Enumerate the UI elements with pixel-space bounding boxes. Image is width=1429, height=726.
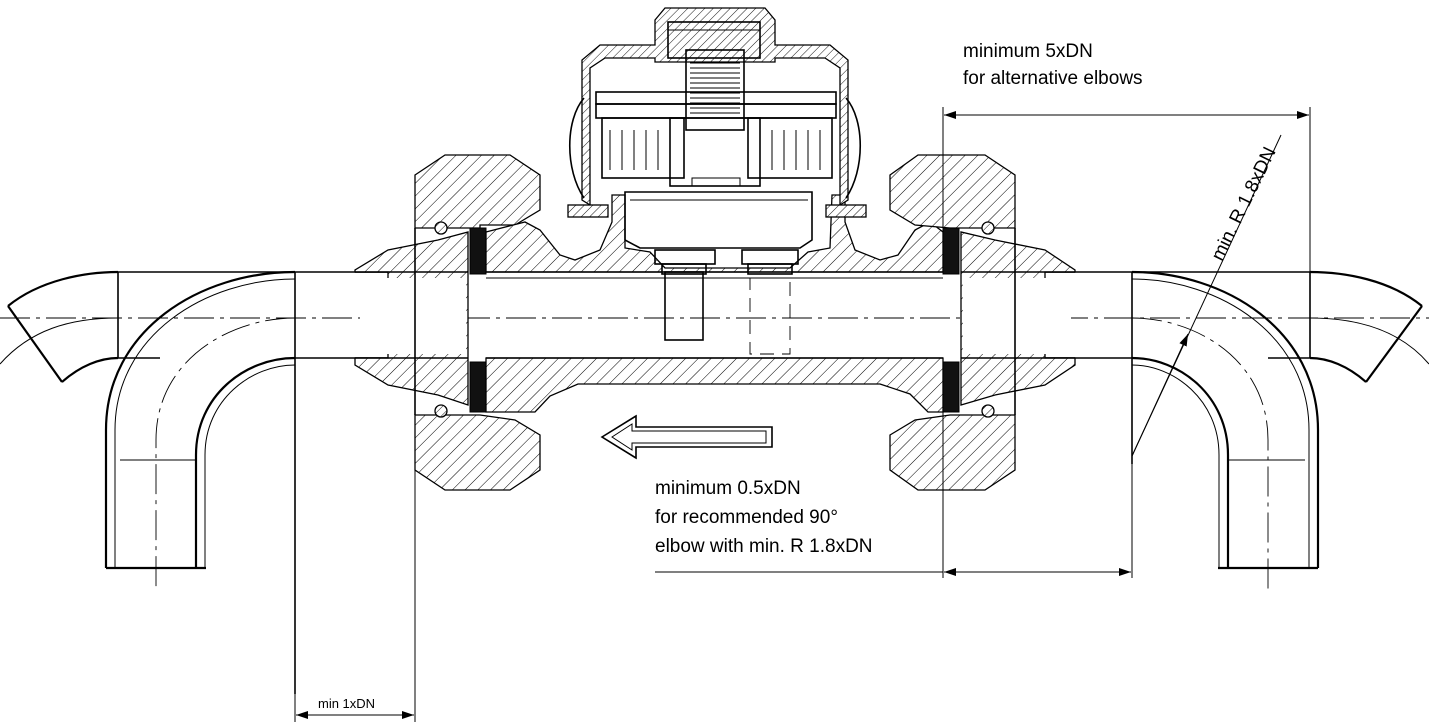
label-radius: min. R 1.8xDN [1208, 144, 1281, 264]
left-union-nut [414, 154, 541, 491]
meter-body [485, 194, 944, 413]
right-tail-piece [960, 231, 1076, 406]
left-tail-piece [354, 231, 469, 406]
left-gasket-bottom [469, 361, 487, 413]
right-gasket-bottom [942, 361, 960, 413]
dim-min-5xdn [942, 107, 1311, 272]
label-alt-elbows-line1: minimum 5xDN [963, 41, 1093, 62]
label-recommended-line1: minimum 0.5xDN [655, 478, 801, 499]
label-alt-elbows-line2: for alternative elbows [963, 68, 1143, 89]
right-gasket-top [942, 227, 960, 275]
label-recommended-line3: elbow with min. R 1.8xDN [655, 536, 873, 557]
right-union-nut [889, 154, 1016, 491]
sensor-stems [654, 249, 799, 355]
right-oring-top [981, 221, 995, 235]
left-gasket-top [469, 227, 487, 275]
meter-head [567, 7, 867, 249]
flow-direction-arrow [600, 414, 773, 460]
dim-radius-leader [1131, 134, 1282, 457]
left-elbow [0, 270, 388, 694]
dim-min-1xdn [294, 415, 416, 722]
right-oring-bottom [981, 404, 995, 418]
label-recommended-line2: for recommended 90° [655, 507, 838, 528]
right-elbow [1045, 270, 1429, 590]
left-oring-top [434, 221, 448, 235]
label-min-1xdn: min 1xDN [318, 696, 375, 711]
dim-min-0-5xdn [655, 412, 1133, 578]
left-oring-bottom [434, 404, 448, 418]
